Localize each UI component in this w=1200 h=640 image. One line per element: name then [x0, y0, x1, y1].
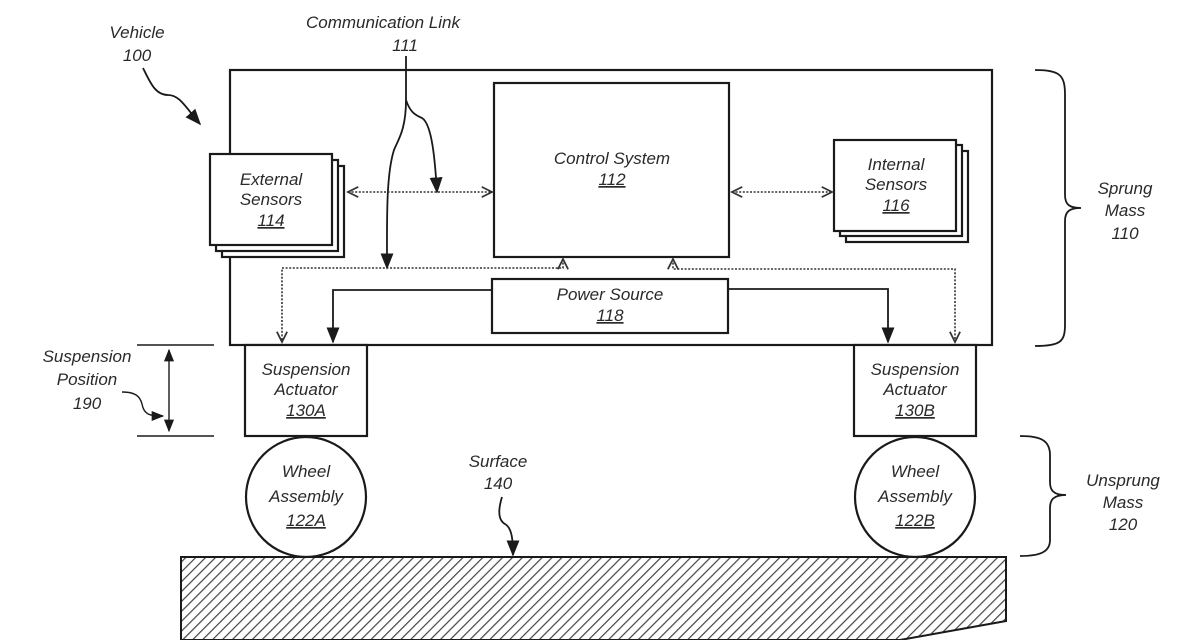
vehicle-leader-arrow: [142, 67, 202, 126]
control-to-actuator-a-link: [282, 259, 563, 342]
vehicle-ref: 100: [123, 46, 152, 65]
wheel-a-line2: Assembly: [268, 487, 344, 506]
actuator-a-ref: 130A: [286, 401, 326, 420]
power-to-actuator-a: [326, 289, 492, 344]
suspension-actuator-b: Suspension Actuator 130B: [852, 343, 978, 438]
actuator-b-line1: Suspension: [871, 360, 960, 379]
actuator-a-line2: Actuator: [273, 380, 339, 399]
control-system-box: Control System 112: [492, 81, 731, 259]
external-sensors-ref: 114: [257, 211, 284, 230]
suspension-position-ref: 190: [73, 394, 102, 413]
surface-ref: 140: [484, 474, 513, 493]
control-system-ref: 112: [598, 170, 626, 189]
sprung-mass-line1: Sprung: [1098, 179, 1153, 198]
external-sensors-line1: External: [240, 170, 304, 189]
suspension-actuator-a: Suspension Actuator 130A: [243, 343, 369, 438]
wheel-assembly-a: Wheel Assembly 122A: [244, 435, 368, 559]
power-source-box: Power Source 118: [490, 277, 730, 335]
sprung-mass-brace: Sprung Mass 110: [1034, 69, 1153, 347]
unsprung-mass-line1: Unsprung: [1086, 471, 1160, 490]
unsprung-mass-ref: 120: [1109, 515, 1138, 534]
wheel-a-ref: 122A: [286, 511, 326, 530]
internal-sensors-line1: Internal: [868, 155, 926, 174]
external-sensors-line2: Sensors: [240, 190, 303, 209]
power-source-label: Power Source: [557, 285, 664, 304]
internal-sensors-line2: Sensors: [865, 175, 928, 194]
communication-link-label: Communication Link: [306, 13, 462, 32]
unsprung-mass-brace: Unsprung Mass 120: [1019, 435, 1160, 557]
surface-label: Surface: [469, 452, 528, 471]
suspension-position-dimension: Suspension Position 190: [43, 344, 214, 437]
vehicle-callout: Vehicle 100: [109, 23, 202, 126]
unsprung-mass-line2: Mass: [1103, 493, 1144, 512]
actuator-b-line2: Actuator: [882, 380, 948, 399]
sprung-mass-line2: Mass: [1105, 201, 1146, 220]
suspension-position-line1: Suspension: [43, 347, 132, 366]
wheel-assembly-b: Wheel Assembly 122B: [853, 435, 977, 559]
wheel-b-ref: 122B: [895, 511, 935, 530]
internal-sensors-box: Internal Sensors 116: [832, 138, 970, 244]
control-to-actuator-b-link: [673, 259, 955, 342]
road-surface: [180, 556, 1007, 640]
comm-link-arrow-down: [380, 56, 407, 270]
actuator-b-ref: 130B: [895, 401, 935, 420]
sprung-mass-ref: 110: [1111, 224, 1139, 243]
wheel-b-line2: Assembly: [877, 487, 953, 506]
external-sensors-box: External Sensors 114: [208, 152, 346, 259]
internal-sensors-ref: 116: [882, 196, 910, 215]
wheel-a-line1: Wheel: [282, 462, 331, 481]
suspension-position-line2: Position: [57, 370, 117, 389]
communication-link-ref: 111: [392, 36, 418, 55]
wheel-b-line1: Wheel: [891, 462, 940, 481]
communication-link-callout: Communication Link 111: [306, 13, 462, 270]
power-to-actuator-b: [728, 288, 895, 344]
vehicle-label: Vehicle: [109, 23, 164, 42]
control-system-label: Control System: [554, 149, 670, 168]
actuator-a-line1: Suspension: [262, 360, 351, 379]
power-source-ref: 118: [596, 306, 624, 325]
comm-link-arrow-right: [405, 99, 443, 194]
surface-callout: Surface 140: [469, 452, 528, 557]
